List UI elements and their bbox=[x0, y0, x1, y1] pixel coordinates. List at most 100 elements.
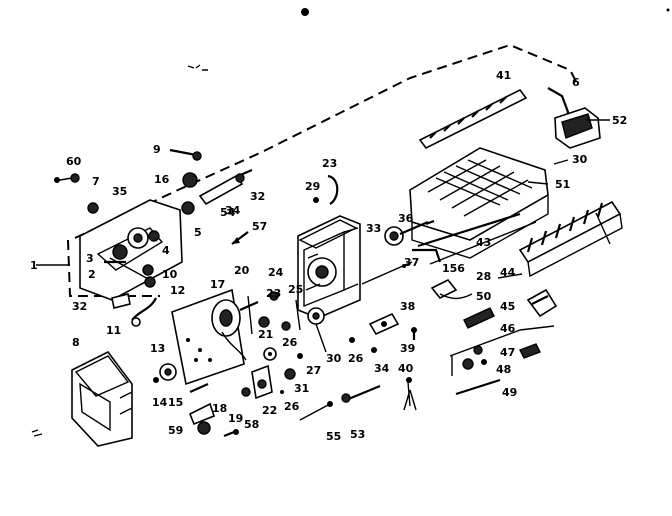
leader-lines bbox=[36, 119, 611, 279]
callout-57: 57 bbox=[252, 220, 267, 233]
timing-cam-parts bbox=[241, 291, 327, 400]
callout-32-lower: 32 bbox=[72, 300, 87, 313]
callout-32-upper: 32 bbox=[250, 190, 265, 203]
assembly-outline bbox=[74, 43, 579, 239]
callout-60: 60 bbox=[66, 155, 82, 168]
callout-15: 15 bbox=[168, 396, 183, 409]
wire-50 bbox=[439, 293, 473, 300]
callout-13: 13 bbox=[150, 342, 165, 355]
callout-19: 19 bbox=[228, 412, 243, 425]
clip-part bbox=[327, 174, 339, 205]
stripper-part bbox=[518, 200, 623, 278]
callout-156: 156 bbox=[442, 262, 465, 275]
callout-7: 7 bbox=[92, 175, 100, 188]
ejector-blade-part bbox=[418, 88, 528, 150]
callout-44: 44 bbox=[500, 266, 516, 279]
callout-20: 20 bbox=[234, 264, 250, 277]
callout-23-upper: 23 bbox=[322, 157, 337, 170]
callout-5: 5 bbox=[194, 226, 202, 239]
callout-50: 50 bbox=[476, 290, 492, 303]
callout-49: 49 bbox=[502, 386, 517, 399]
callout-10: 10 bbox=[162, 268, 178, 281]
callout-4: 4 bbox=[162, 244, 170, 257]
gear-part bbox=[384, 219, 435, 246]
callout-55: 55 bbox=[326, 430, 341, 443]
front-cover-part bbox=[71, 350, 133, 447]
assembly-outline-left bbox=[67, 239, 160, 297]
screw-parts bbox=[54, 148, 202, 215]
callout-40: 40 bbox=[398, 362, 414, 375]
callout-16: 16 bbox=[154, 173, 170, 186]
wire-55 bbox=[299, 403, 331, 421]
callout-26-a: 26 bbox=[282, 336, 298, 349]
callout-54: 54 bbox=[220, 206, 236, 219]
registration-dot bbox=[301, 8, 309, 16]
callout-18: 18 bbox=[212, 402, 227, 415]
mounting-plate-part bbox=[79, 199, 183, 301]
screw-29 bbox=[313, 197, 319, 203]
drive-shaft-part bbox=[198, 168, 253, 206]
callout-1: 1 bbox=[30, 259, 38, 272]
motor-housing-part bbox=[297, 215, 361, 319]
gear-cam-part bbox=[153, 363, 209, 394]
callout-36: 36 bbox=[398, 212, 414, 225]
bracket-28 bbox=[430, 278, 458, 300]
callout-3: 3 bbox=[86, 252, 94, 265]
callout-58: 58 bbox=[244, 418, 259, 431]
callout-6: 6 bbox=[572, 76, 580, 89]
callout-26-c: 26 bbox=[348, 352, 364, 365]
callout-34-lower: 34 bbox=[374, 362, 390, 375]
switch-parts bbox=[188, 402, 239, 438]
callout-34-upper: 34 bbox=[225, 204, 241, 217]
callout-39: 39 bbox=[400, 342, 415, 355]
callout-22: 22 bbox=[262, 404, 277, 417]
callout-30-upper: 30 bbox=[572, 153, 588, 166]
callout-35: 35 bbox=[112, 185, 127, 198]
callout-27: 27 bbox=[306, 364, 321, 377]
shutoff-arm-lower bbox=[429, 221, 537, 265]
callout-53: 53 bbox=[350, 428, 365, 441]
screw-34 bbox=[371, 347, 377, 353]
callout-41: 41 bbox=[496, 69, 511, 82]
callout-26-b: 26 bbox=[284, 400, 300, 413]
callout-51: 51 bbox=[555, 178, 570, 191]
callout-21: 21 bbox=[258, 328, 273, 341]
callout-47: 47 bbox=[500, 346, 515, 359]
switch-assembly-part bbox=[449, 288, 558, 396]
callout-24: 24 bbox=[268, 266, 284, 279]
screw-53 bbox=[345, 384, 381, 402]
callout-14: 14 bbox=[152, 396, 168, 409]
thermostat-part bbox=[463, 307, 495, 329]
callout-48: 48 bbox=[496, 363, 511, 376]
callout-52: 52 bbox=[612, 114, 627, 127]
bushing-part bbox=[111, 293, 131, 309]
callout-28: 28 bbox=[476, 270, 491, 283]
heater-part bbox=[412, 248, 442, 263]
callout-30-lower: 30 bbox=[326, 352, 342, 365]
spring-40 bbox=[403, 381, 417, 411]
ice-mold-part bbox=[409, 147, 549, 259]
corner-mark bbox=[31, 429, 43, 437]
callout-46: 46 bbox=[500, 322, 516, 335]
callout-8: 8 bbox=[72, 336, 80, 349]
arrow-57-head bbox=[232, 237, 240, 244]
motor-part bbox=[171, 288, 259, 386]
callout-45: 45 bbox=[500, 300, 515, 313]
end-cap-part bbox=[554, 107, 601, 149]
callout-31: 31 bbox=[294, 382, 309, 395]
callout-37: 37 bbox=[404, 256, 419, 269]
callout-33: 33 bbox=[366, 222, 381, 235]
shutoff-arm-part bbox=[417, 212, 521, 248]
fill-tube-part bbox=[131, 297, 157, 321]
registration-dot bbox=[666, 8, 670, 12]
callout-11: 11 bbox=[106, 324, 121, 337]
callout-9: 9 bbox=[153, 143, 161, 156]
callout-43: 43 bbox=[476, 236, 491, 249]
callout-38: 38 bbox=[400, 300, 415, 313]
callout-labels: 60 7 35 9 16 5 34 32 23 29 41 6 52 30 51… bbox=[30, 69, 627, 443]
specks bbox=[187, 64, 208, 71]
callout-59: 59 bbox=[168, 424, 183, 437]
callout-25: 25 bbox=[288, 283, 303, 296]
screw-26 bbox=[349, 337, 355, 343]
